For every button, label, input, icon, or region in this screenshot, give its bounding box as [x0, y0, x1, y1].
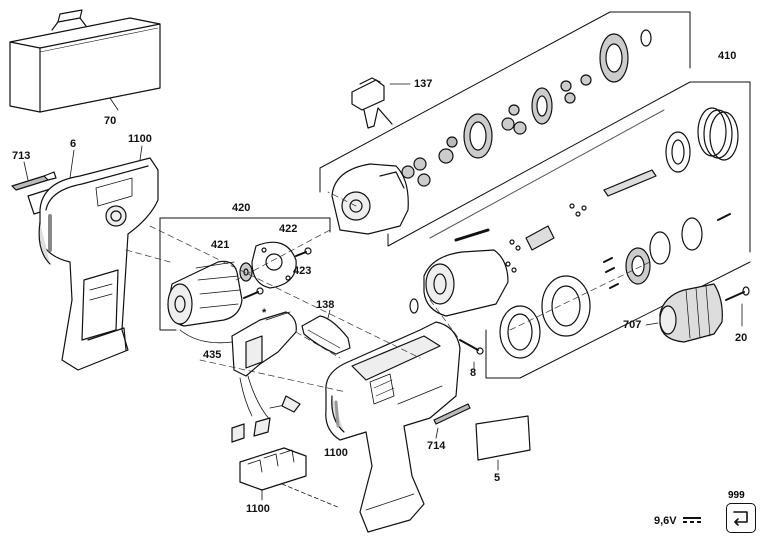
ring-gear-1	[463, 113, 493, 159]
part-label-421: 421	[211, 239, 230, 251]
part-label-5: 5	[494, 472, 501, 484]
part-label-1100-terminal: 1100	[246, 503, 270, 515]
ring-gear-2	[531, 87, 553, 125]
screw-motor	[243, 287, 264, 299]
part-label-999: 999	[728, 490, 745, 501]
plate-a	[649, 231, 671, 265]
part-label-star: *	[262, 307, 267, 319]
housing-half-left	[38, 157, 159, 371]
screw-8	[459, 339, 484, 355]
part-label-707: 707	[623, 319, 642, 331]
return-arrow-icon	[726, 503, 756, 533]
torque-collar	[541, 275, 591, 337]
ring-washer	[665, 131, 691, 173]
spindle-lock	[525, 225, 555, 251]
part-label-714: 714	[427, 440, 446, 452]
screw-20	[725, 286, 750, 301]
planet-gears	[401, 136, 458, 187]
screwdriver-bit-713	[11, 171, 57, 191]
switch-435	[231, 311, 297, 377]
part-label-1100-left: 1100	[128, 133, 152, 145]
dc-symbol-icon	[682, 517, 701, 525]
voltage-text: 9,6V	[654, 515, 677, 527]
long-pin	[454, 228, 490, 242]
part-label-713: 713	[12, 150, 31, 162]
part-label-8: 8	[470, 367, 477, 379]
pinion-421	[239, 262, 253, 282]
part-label-422: 422	[279, 223, 298, 235]
motor-420	[167, 260, 243, 327]
spindle-shaft	[603, 169, 657, 197]
part-label-20: 20	[735, 332, 748, 344]
wires	[179, 329, 301, 443]
gearbox-group-frame	[319, 11, 691, 193]
washer-top	[640, 29, 652, 47]
part-label-1100-main: 1100	[324, 447, 348, 459]
part-label-435: 435	[203, 349, 222, 361]
label-plate-5	[475, 415, 531, 461]
gear-housing	[331, 163, 409, 235]
terminal-block	[239, 447, 307, 491]
switch-cover-138	[301, 315, 351, 355]
assembly-lines	[125, 191, 651, 393]
collar-ring	[499, 305, 541, 359]
plate-b	[681, 217, 703, 251]
part-label-6: 6	[70, 138, 77, 150]
chuck-707	[659, 283, 723, 343]
clip-137	[351, 77, 393, 129]
clutch-group-frame	[387, 81, 751, 379]
clutch-spring	[697, 107, 739, 161]
clip-ring	[409, 298, 419, 314]
part-label-70: 70	[104, 115, 117, 127]
springs-small	[603, 213, 731, 289]
motor-group-box	[159, 217, 331, 331]
part-label-410: 410	[718, 50, 737, 62]
part-label-137: 137	[414, 78, 433, 90]
balls-small	[505, 203, 587, 273]
gear-ring-small	[625, 247, 651, 285]
planet-gears-2	[501, 104, 527, 135]
motor-plate-422	[251, 241, 297, 289]
part-label-420: 420	[232, 202, 251, 214]
carrying-case	[9, 9, 161, 113]
voltage-rating: 9,6V	[654, 515, 701, 527]
housing-main	[325, 321, 461, 533]
bit-714	[433, 403, 471, 425]
screw-423	[295, 247, 312, 257]
part-label-138: 138	[316, 299, 335, 311]
part-label-423: 423	[293, 265, 312, 277]
planet-gears-3	[560, 74, 592, 104]
clutch-housing	[423, 249, 509, 317]
ring-gear-3	[599, 33, 629, 83]
